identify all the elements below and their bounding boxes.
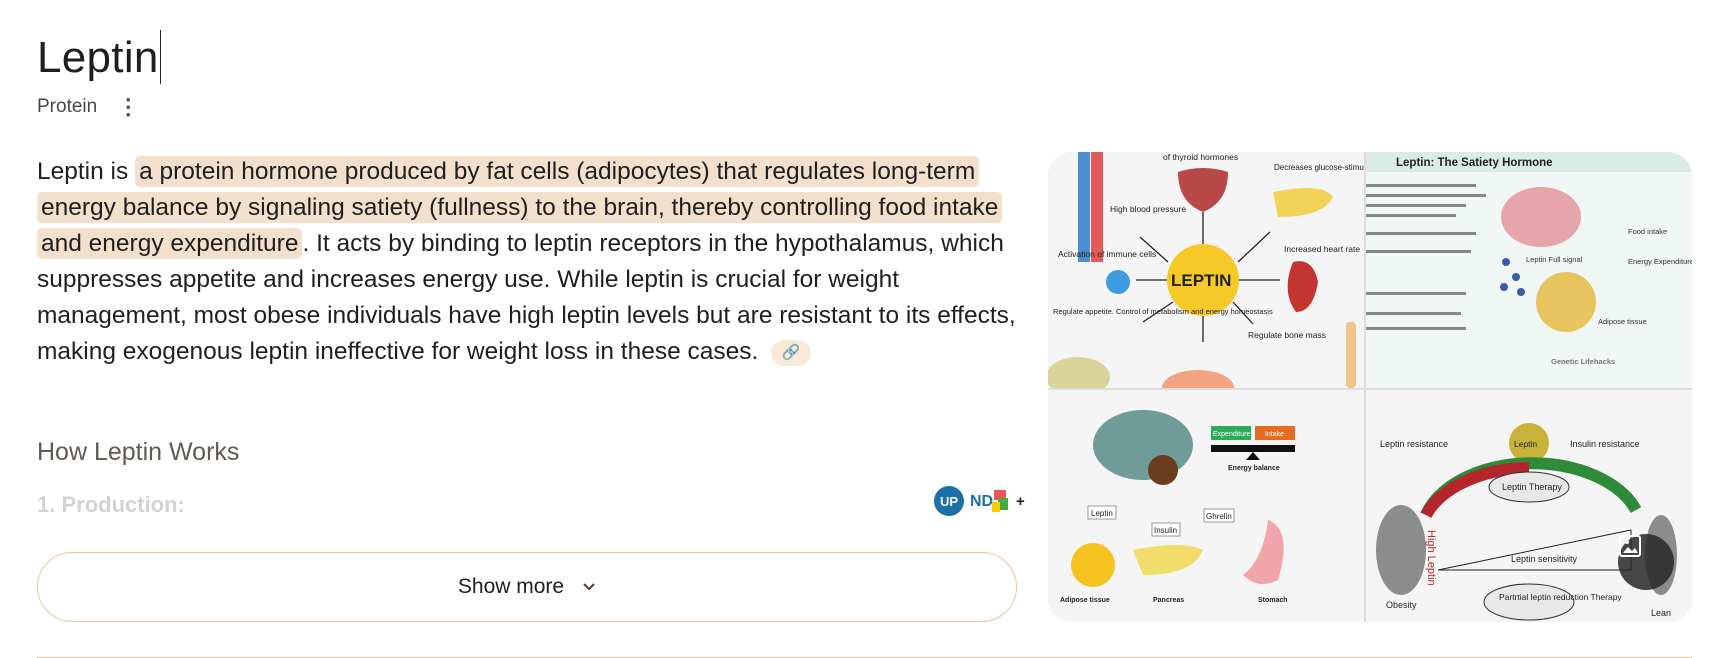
image-label: Insulin resistance (1570, 439, 1640, 449)
more-options-icon[interactable]: ⋮ (117, 94, 140, 119)
image-label: Stomach (1258, 597, 1288, 604)
image-leptin-resistance[interactable]: Leptin resistance Leptin Insulin resista… (1366, 390, 1692, 622)
source-logo-2-icon: ND (970, 490, 1008, 512)
svg-text:ND: ND (970, 493, 993, 510)
text-cursor (159, 30, 162, 84)
image-label: Increased heart rate (1284, 244, 1360, 254)
image-label: LEPTIN (1171, 271, 1231, 290)
chevron-down-icon (583, 583, 595, 591)
image-label: Leptin (1091, 509, 1113, 518)
source-link-icon[interactable]: 🔗 (771, 339, 812, 366)
image-label: Genetic Lifehacks (1551, 357, 1615, 366)
image-label: Energy balance (1228, 465, 1280, 472)
overview-lead: Leptin is (37, 158, 129, 185)
overview-rest: . It acts by binding to leptin receptors… (37, 230, 1016, 365)
image-label: Expenditure (1213, 431, 1250, 438)
satiety-hormone-diagram: Leptin: The Satiety Hormone Leptin Full … (1366, 152, 1692, 366)
image-label: Regulate appetite. Control of metabolism… (1053, 307, 1273, 316)
image-label: Leptin (1514, 439, 1537, 449)
page-title: Leptin (37, 30, 162, 84)
energy-balance-diagram: Expenditure Intake Energy balance Leptin… (1060, 410, 1295, 604)
image-search-button[interactable] (1618, 534, 1674, 590)
image-label: Pancreas (1153, 597, 1184, 604)
show-more-button[interactable]: Show more (37, 552, 1017, 622)
source-logo-icon: UP (934, 486, 964, 516)
image-label: Regulate bone mass (1248, 330, 1326, 340)
image-label: Leptin Therapy (1502, 482, 1562, 492)
more-sources: + (1016, 492, 1025, 510)
image-label: of thyroid hormones (1163, 152, 1238, 162)
source-favicons[interactable]: UP ND + (934, 486, 1025, 516)
subtitle-row: Protein ⋮ (37, 96, 139, 118)
image-label: High blood pressure (1110, 204, 1186, 214)
image-icon (1619, 535, 1641, 557)
overview-paragraph: Leptin is a protein hormone produced by … (37, 154, 1022, 370)
image-label: Insulin (1154, 526, 1177, 535)
section-heading: How Leptin Works (37, 438, 240, 466)
image-label: Food intake (1628, 227, 1667, 236)
leptin-effects-diagram: of thyroid hormones Decreases glucose-st… (1048, 152, 1364, 388)
entity-type: Protein (37, 96, 98, 117)
image-label: Lean (1651, 608, 1671, 618)
show-more-label: Show more (457, 575, 565, 598)
image-leptin-effects[interactable]: of thyroid hormones Decreases glucose-st… (1048, 152, 1364, 388)
image-label: Adipose tissue (1598, 317, 1647, 326)
image-label: Activation of immune cells (1058, 249, 1156, 259)
image-label: Obesity (1386, 600, 1417, 610)
image-label: Ghrelin (1206, 512, 1232, 521)
image-satiety-hormone[interactable]: Leptin: The Satiety Hormone Leptin Full … (1366, 152, 1692, 388)
image-gallery[interactable]: of thyroid hormones Decreases glucose-st… (1048, 152, 1692, 622)
image-label: Decreases glucose-stimulated insulin sec… (1274, 163, 1364, 172)
image-label: Adipose tissue (1060, 597, 1110, 604)
image-label: Leptin sensitivity (1511, 554, 1578, 564)
image-label: Leptin resistance (1380, 439, 1448, 449)
image-label: Leptin: The Satiety Hormone (1396, 157, 1553, 169)
image-energy-balance[interactable]: Expenditure Intake Energy balance Leptin… (1048, 390, 1364, 622)
image-label: Partrtial leptin reduction Therapy (1499, 592, 1622, 602)
title-text: Leptin (37, 33, 159, 82)
image-label: Energy Expenditure (1628, 257, 1692, 266)
image-label: Intake (1265, 431, 1284, 438)
image-label: High Leptin (1425, 530, 1437, 586)
image-label: Leptin Full signal (1526, 255, 1583, 264)
section-item-faded: 1. Production: (37, 492, 185, 517)
